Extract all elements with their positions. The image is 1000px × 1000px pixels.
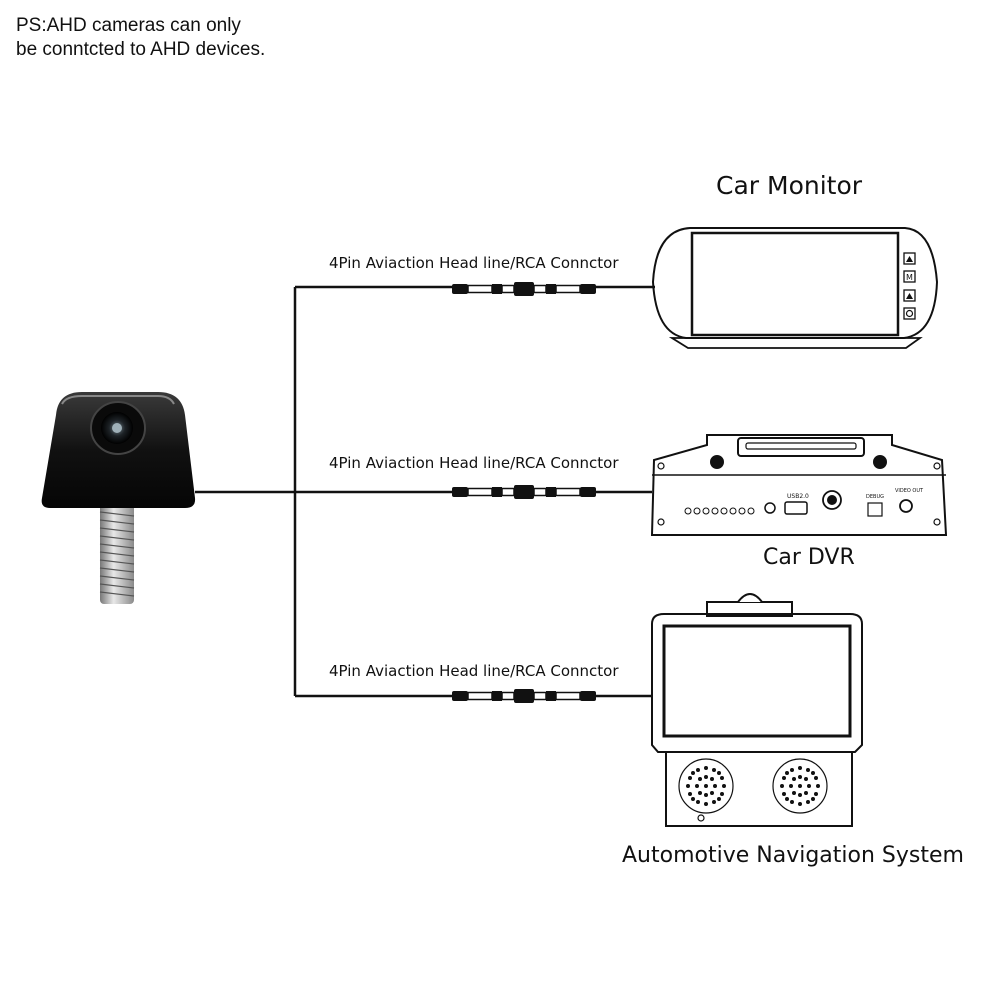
connector-label-nav: 4Pin Aviaction Head line/RCA Connctor	[329, 662, 619, 680]
navigation-system-title: Automotive Navigation System	[622, 843, 964, 868]
connector-icon	[451, 281, 597, 297]
connector-label-dvr: 4Pin Aviaction Head line/RCA Connctor	[329, 454, 619, 472]
camera-icon	[41, 392, 196, 604]
car-monitor-title: Car Monitor	[716, 171, 863, 200]
car-dvr-icon: USB2.0 DEBUG VIDEO OUT	[650, 434, 948, 536]
svg-text:M: M	[906, 273, 913, 282]
dvr-video-out-label: VIDEO OUT	[895, 488, 924, 494]
car-monitor-icon: M	[651, 227, 939, 349]
note-line-2: be conntcted to AHD devices.	[16, 39, 266, 60]
connector-icon	[451, 484, 597, 500]
cables	[195, 285, 655, 698]
note-line-1: PS:AHD cameras can only	[16, 15, 241, 36]
navigation-system-icon	[651, 593, 863, 827]
ahd-note: PS:AHD cameras can only be conntcted to …	[16, 14, 265, 62]
connector-icon	[451, 688, 597, 704]
connector-label-monitor: 4Pin Aviaction Head line/RCA Connctor	[329, 254, 619, 272]
car-dvr-title: Car DVR	[763, 545, 855, 570]
dvr-debug-label: DEBUG	[866, 494, 884, 500]
dvr-usb-label: USB2.0	[787, 493, 809, 500]
